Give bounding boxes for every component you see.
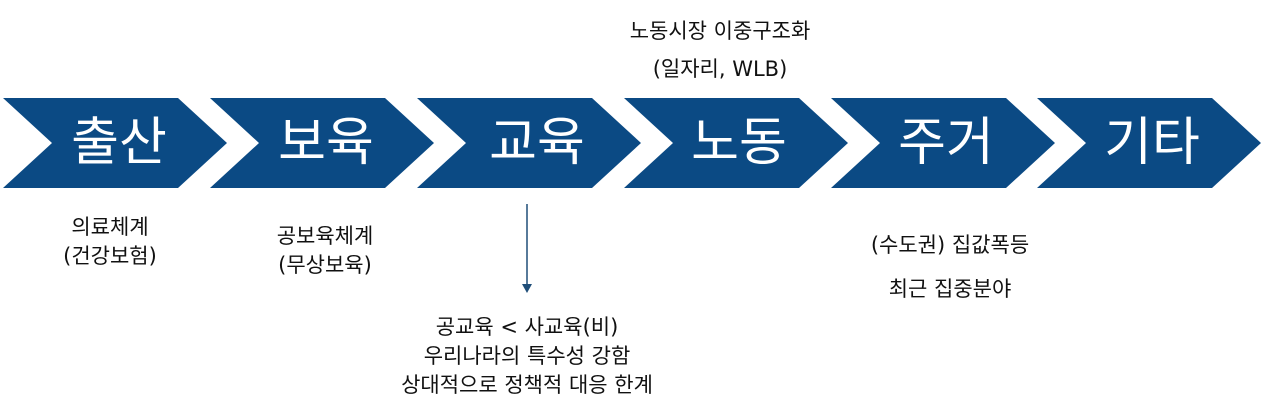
education-note-line1: 공교육 < 사교육(비) (435, 315, 619, 339)
stage-chevron-housing (831, 98, 1055, 188)
stage-label-housing: 주거 (898, 113, 994, 173)
stage-label-etc: 기타 (1104, 113, 1200, 173)
labor-note-line1: 노동시장 이중구조화 (629, 19, 811, 43)
education-note-line3: 상대적으로 정책적 대응 한계 (401, 373, 653, 397)
stage-chevron-education (417, 98, 641, 188)
stage-label-labor: 노동 (691, 113, 787, 173)
childcare-note-line1: 공보육체계 (276, 224, 374, 248)
childcare-note-line2: (무상보육) (278, 253, 372, 277)
childcare-note: 공보육체계 (무상보육) (240, 222, 410, 280)
stage-label-birth: 출산 (71, 113, 167, 173)
birth-note-line1: 의료체계 (71, 215, 149, 239)
education-arrow-head (522, 284, 532, 293)
stage-chevron-labor (624, 98, 848, 188)
stage-chevron-etc (1037, 98, 1261, 188)
stage-label-childcare: 보육 (278, 113, 374, 173)
housing-note-line2: 최근 집중분야 (888, 277, 1012, 301)
stage-label-education: 교육 (489, 113, 585, 173)
stage-chevron-birth (3, 98, 227, 188)
housing-note: (수도권) 집값폭등 최근 집중분야 (830, 223, 1070, 311)
birth-note: 의료체계 (건강보험) (30, 213, 190, 271)
housing-note-line1: (수도권) 집값폭등 (870, 233, 1030, 257)
stage-chevron-childcare (210, 98, 434, 188)
education-note: 공교육 < 사교육(비) 우리나라의 특수성 강함 상대적으로 정책적 대응 한… (382, 313, 672, 400)
education-note-line2: 우리나라의 특수성 강함 (423, 344, 631, 368)
birth-note-line2: (건강보험) (63, 244, 157, 268)
labor-note: 노동시장 이중구조화 (일자리, WLB) (570, 12, 870, 88)
labor-note-line2: (일자리, WLB) (652, 57, 788, 81)
